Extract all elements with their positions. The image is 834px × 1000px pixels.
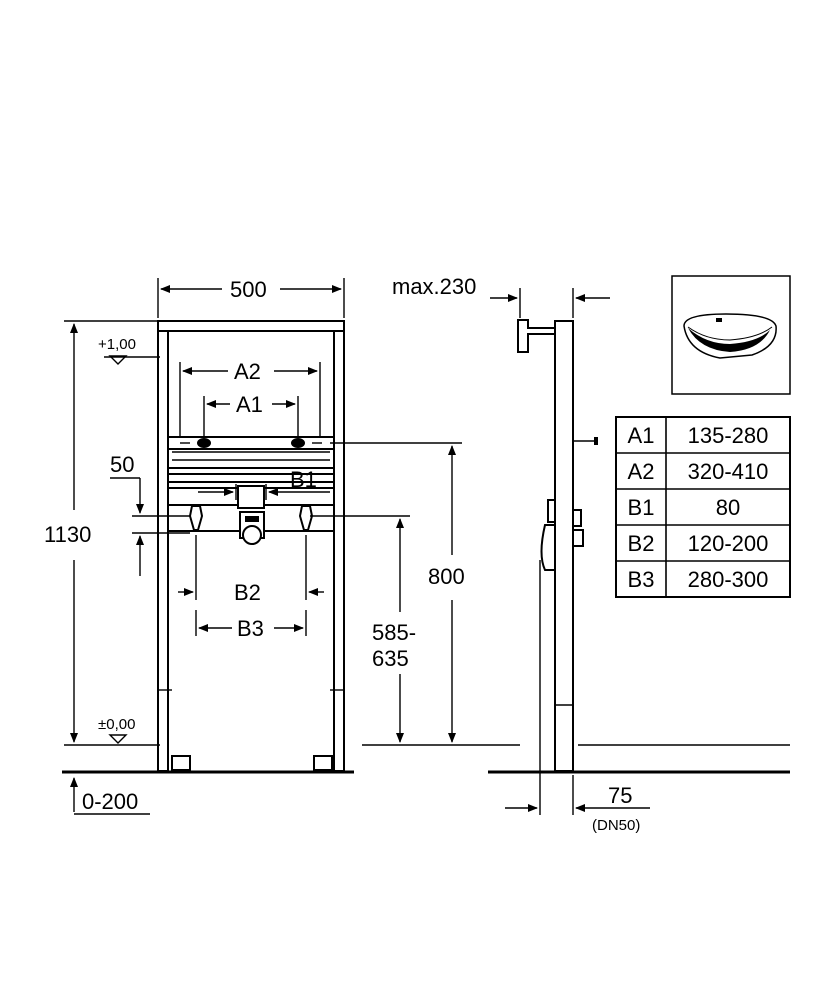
- dim-50-label: 50: [110, 452, 134, 477]
- table-value: 280-300: [688, 567, 769, 592]
- table-row: A1 135-280: [628, 423, 769, 448]
- table-value: 80: [716, 495, 740, 520]
- height-total-label: 1130: [44, 522, 91, 547]
- valve-right-icon: [298, 505, 314, 531]
- dimension-table: A1 135-280 A2 320-410 B1 80 B2 120-200 B…: [615, 416, 791, 598]
- dn-label: (DN50): [592, 817, 640, 834]
- table-key: B2: [628, 531, 655, 556]
- table-value: 135-280: [688, 423, 769, 448]
- width-label: 500: [230, 277, 267, 302]
- b3-label: B3: [237, 616, 264, 641]
- b1-label: B1: [290, 467, 317, 492]
- mounting-bolt-left: [197, 438, 211, 448]
- washbasin-thumbnail: [671, 275, 791, 395]
- mounting-bolt-right: [291, 438, 305, 448]
- right-foot: [313, 755, 333, 771]
- table-row: B2 120-200: [628, 531, 769, 556]
- table-row: B3 280-300: [628, 567, 769, 592]
- a1-label: A1: [236, 392, 263, 417]
- waste-connector: [237, 485, 265, 509]
- level-triangle-zero: [108, 734, 128, 744]
- side-valve: [572, 509, 582, 527]
- level-zero-label: ±0,00: [98, 716, 135, 733]
- side-waste: [540, 524, 556, 571]
- side-bracket: [517, 319, 556, 353]
- table-value: 320-410: [688, 459, 769, 484]
- top-rail: [157, 320, 345, 332]
- side-column: [554, 320, 574, 772]
- table-key: A2: [628, 459, 655, 484]
- dim-800-label: 800: [428, 564, 465, 589]
- left-foot: [171, 755, 191, 771]
- table-value: 120-200: [688, 531, 769, 556]
- table-row: B1 80: [628, 495, 741, 520]
- front-view: +1,00 ±0,00 1130 500 A2 A1 B1: [44, 277, 520, 815]
- dim-75-label: 75: [608, 783, 632, 808]
- level-top-label: +1,00: [98, 336, 136, 353]
- right-upright: [333, 320, 345, 772]
- b2-label: B2: [234, 580, 261, 605]
- a2-label: A2: [234, 359, 261, 384]
- washbasin-icon: [683, 313, 777, 359]
- table-key: B3: [628, 567, 655, 592]
- waste-opening: [242, 525, 262, 545]
- side-view: max.230 75 (DN50): [392, 274, 790, 834]
- floor-adjust-label: 0-200: [82, 789, 138, 814]
- mounting-rail: [167, 436, 335, 450]
- table-row: A2 320-410: [628, 459, 769, 484]
- dim-635-label: 635: [372, 646, 409, 671]
- table-key: B1: [628, 495, 655, 520]
- level-triangle-top: [108, 355, 128, 365]
- table-key: A1: [628, 423, 655, 448]
- left-upright: [157, 320, 169, 772]
- dim-585-label: 585-: [372, 620, 416, 645]
- max-label: max.230: [392, 274, 476, 299]
